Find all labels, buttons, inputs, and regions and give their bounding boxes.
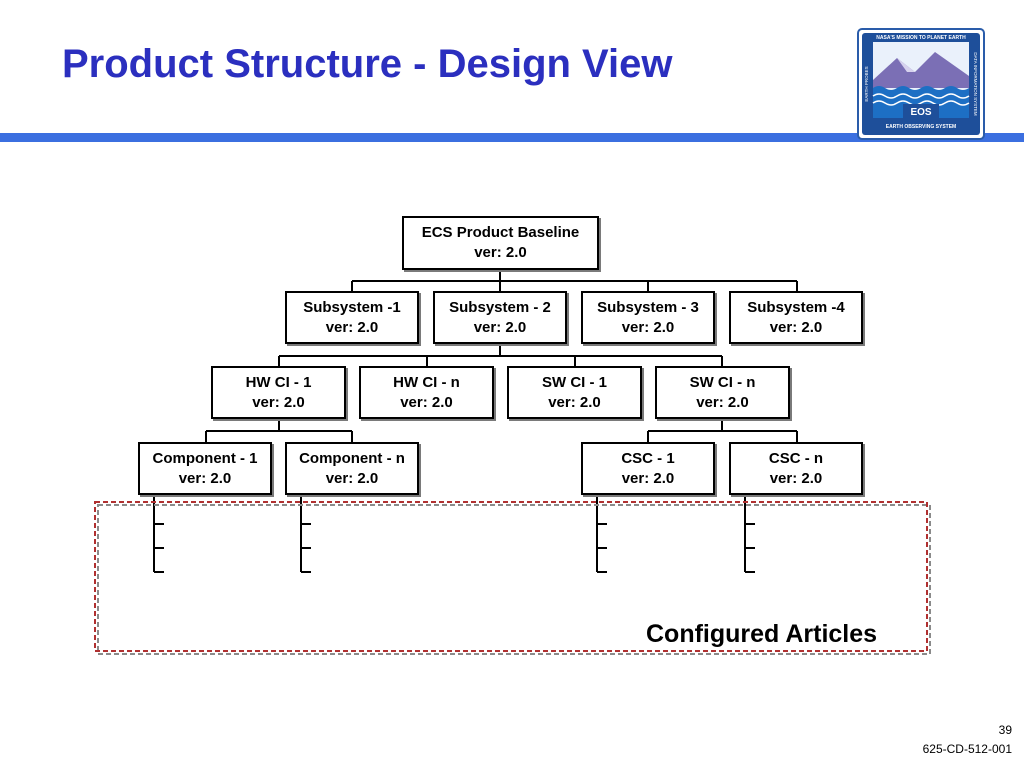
node-sw-ci-n-ver: ver: 2.0 bbox=[696, 393, 749, 411]
logo-right-text: DATA INFORMATION SYSTEM bbox=[973, 52, 978, 116]
configured-articles-region bbox=[94, 501, 928, 652]
node-csc-1: CSC - 1 ver: 2.0 bbox=[581, 442, 715, 495]
node-subsystem-1-name: Subsystem -1 bbox=[303, 298, 401, 316]
node-subsystem-2: Subsystem - 2 ver: 2.0 bbox=[433, 291, 567, 344]
node-subsystem-3-name: Subsystem - 3 bbox=[597, 298, 699, 316]
node-sw-ci-1-name: SW CI - 1 bbox=[541, 373, 607, 391]
node-component-n-ver: ver: 2.0 bbox=[325, 469, 379, 487]
node-subsystem-3-ver: ver: 2.0 bbox=[621, 318, 675, 336]
node-sw-ci-n: SW CI - n ver: 2.0 bbox=[655, 366, 790, 419]
node-hw-ci-n-name: HW CI - n bbox=[393, 373, 460, 391]
eos-logo: NASA'S MISSION TO PLANET EARTH EARTH PRO… bbox=[857, 28, 985, 140]
page-title: Product Structure - Design View bbox=[62, 42, 673, 86]
configured-articles-label: Configured Articles bbox=[646, 620, 878, 648]
node-component-n-name: Component - n bbox=[299, 449, 405, 467]
node-csc-1-name: CSC - 1 bbox=[621, 449, 675, 467]
node-subsystem-2-name: Subsystem - 2 bbox=[449, 298, 551, 316]
page-number: 39 bbox=[998, 723, 1012, 737]
node-sw-ci-n-name: SW CI - n bbox=[689, 373, 756, 391]
node-csc-1-ver: ver: 2.0 bbox=[621, 469, 675, 487]
node-sw-ci-1-ver: ver: 2.0 bbox=[548, 393, 601, 411]
logo-badge-text: EOS bbox=[910, 107, 931, 118]
node-subsystem-1: Subsystem -1 ver: 2.0 bbox=[285, 291, 419, 344]
node-root-name: ECS Product Baseline bbox=[421, 224, 580, 241]
node-hw-ci-n-ver: ver: 2.0 bbox=[400, 393, 453, 411]
node-component-1-ver: ver: 2.0 bbox=[178, 469, 232, 487]
node-subsystem-3: Subsystem - 3 ver: 2.0 bbox=[581, 291, 715, 344]
node-root: ECS Product Baseline ver: 2.0 bbox=[402, 216, 599, 270]
node-component-1: Component - 1 ver: 2.0 bbox=[138, 442, 272, 495]
configured-articles-region-shadow bbox=[97, 504, 931, 655]
title-rule bbox=[0, 133, 1024, 142]
node-root-ver: ver: 2.0 bbox=[474, 244, 527, 261]
node-subsystem-4-name: Subsystem -4 bbox=[747, 298, 845, 316]
node-csc-n-name: CSC - n bbox=[768, 449, 824, 467]
node-component-n: Component - n ver: 2.0 bbox=[285, 442, 419, 495]
node-sw-ci-1: SW CI - 1 ver: 2.0 bbox=[507, 366, 642, 419]
node-hw-ci-n: HW CI - n ver: 2.0 bbox=[359, 366, 494, 419]
node-hw-ci-1-name: HW CI - 1 bbox=[245, 373, 312, 391]
node-subsystem-1-ver: ver: 2.0 bbox=[325, 318, 379, 336]
node-hw-ci-1: HW CI - 1 ver: 2.0 bbox=[211, 366, 346, 419]
node-subsystem-2-ver: ver: 2.0 bbox=[473, 318, 527, 336]
node-subsystem-4: Subsystem -4 ver: 2.0 bbox=[729, 291, 863, 344]
logo-left-text: EARTH PROBES bbox=[864, 66, 869, 101]
node-csc-n: CSC - n ver: 2.0 bbox=[729, 442, 863, 495]
node-component-1-name: Component - 1 bbox=[152, 449, 258, 467]
node-hw-ci-1-ver: ver: 2.0 bbox=[252, 393, 305, 411]
node-csc-n-ver: ver: 2.0 bbox=[769, 469, 823, 487]
logo-bottom-text: EARTH OBSERVING SYSTEM bbox=[886, 124, 956, 130]
document-id: 625-CD-512-001 bbox=[922, 742, 1012, 756]
node-subsystem-4-ver: ver: 2.0 bbox=[769, 318, 823, 336]
logo-top-text: NASA'S MISSION TO PLANET EARTH bbox=[876, 35, 966, 41]
